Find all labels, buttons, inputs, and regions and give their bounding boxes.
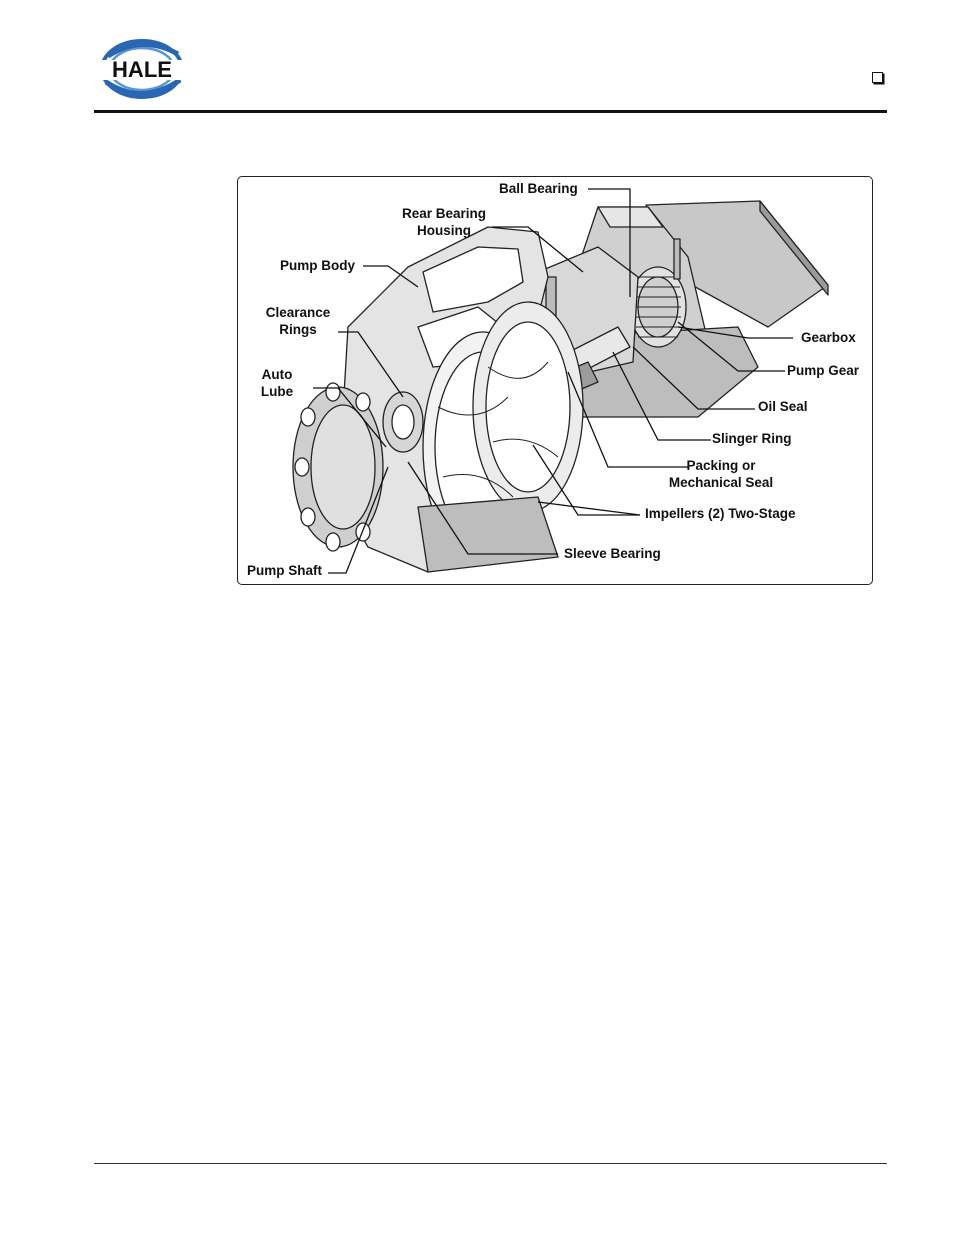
label-ball-bearing: Ball Bearing [499,181,578,196]
checkbox-icon [872,72,883,83]
label-slinger-ring: Slinger Ring [712,431,792,446]
label-oil-seal: Oil Seal [758,399,808,414]
label-pump-gear: Pump Gear [787,363,860,378]
pump-cutaway-illustration [292,188,829,574]
label-auto-lube-line2: Lube [260,384,294,399]
header-divider [94,110,887,113]
label-gearbox: Gearbox [801,330,856,345]
label-sleeve-bearing: Sleeve Bearing [564,546,661,561]
logo-text: HALE [112,57,172,82]
label-packing-line2: Mechanical Seal [668,475,774,490]
label-pump-body: Pump Body [280,258,356,273]
footer-divider [94,1163,887,1164]
callout-leaders [313,188,793,574]
label-clearance-rings-line2: Rings [279,322,317,337]
label-auto-lube-line1: Auto [261,367,293,382]
label-rear-bearing-housing-line1: Rear Bearing [401,206,487,221]
hale-logo: HALE [94,36,190,102]
label-impellers: Impellers (2) Two-Stage [645,506,796,521]
label-packing-line1: Packing or [686,458,756,473]
pump-cutaway-figure: Ball Bearing Rear Bearing Housing Pump B… [237,176,873,585]
label-rear-bearing-housing-line2: Housing [417,223,471,238]
label-clearance-rings-line1: Clearance [265,305,331,320]
label-pump-shaft: Pump Shaft [247,563,323,578]
